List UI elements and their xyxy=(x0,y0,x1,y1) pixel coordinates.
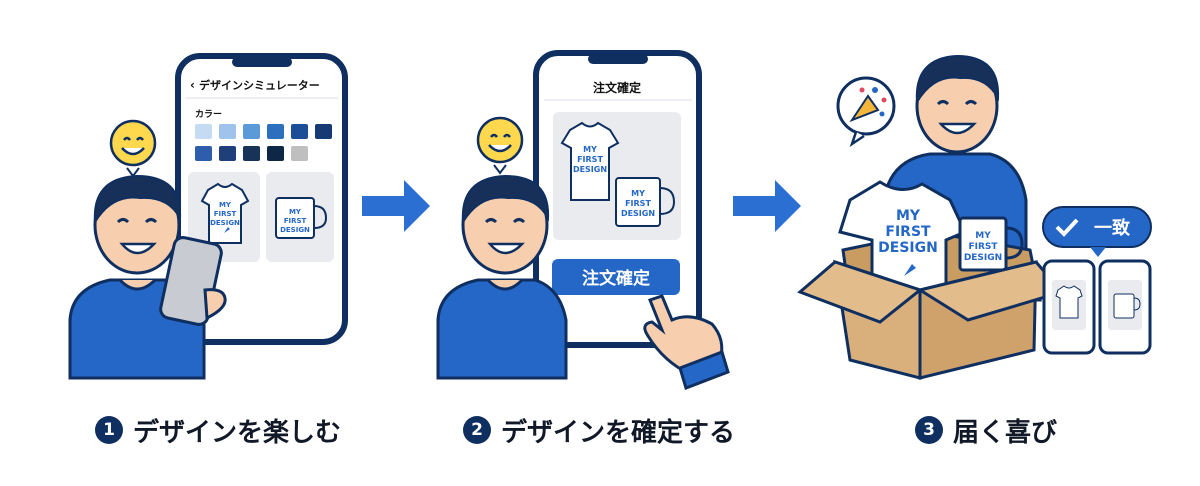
step1-number: 1 xyxy=(95,416,123,444)
step2-tshirt-preview: MY FIRST DESIGN xyxy=(560,121,620,201)
step2-mug-line-2: FIRST xyxy=(625,199,651,208)
step1-shirt-line-3: DESIGN xyxy=(210,219,240,227)
confirm-order-button-label: 注文確定 xyxy=(582,268,650,289)
step2-shirt-line-1: MY xyxy=(583,145,597,154)
color-swatch[interactable] xyxy=(243,146,260,161)
step1-caption: 1 デザインを楽しむ xyxy=(95,408,341,452)
step2-screen-title: 注文確定 xyxy=(593,80,641,95)
step3-shirt-line-2: FIRST xyxy=(885,224,931,240)
smiley-icon xyxy=(476,116,524,175)
color-swatch[interactable] xyxy=(267,124,284,139)
step1-color-label: カラー xyxy=(195,109,222,120)
color-palette xyxy=(195,124,332,161)
checkmark-icon xyxy=(1055,218,1079,237)
step2-caption-text: デザインを確定する xyxy=(501,417,736,448)
pointing-hand-icon xyxy=(643,294,730,390)
shipping-box-icon xyxy=(797,259,1065,380)
step2-shirt-line-3: DESIGN xyxy=(573,165,607,174)
step3-shirt-line-1: MY xyxy=(896,208,921,224)
step1-mug-line-1: MY xyxy=(289,208,302,216)
step2-mug-line-1: MY xyxy=(631,189,645,198)
color-swatch[interactable] xyxy=(243,124,260,139)
step1-app-title: デザインシミュレーター xyxy=(199,78,320,92)
color-swatch[interactable] xyxy=(291,124,308,139)
match-badge-label: 一致 xyxy=(1094,217,1131,239)
step3-shirt-line-3: DESIGN xyxy=(878,240,938,256)
smiley-icon xyxy=(109,119,157,178)
step2-mug-line-3: DESIGN xyxy=(621,209,655,218)
step1-illustration: ‹ デザインシミュレーター カラー MY FIRST DESIGN MY FIR… xyxy=(68,53,348,380)
step1-mug-line-2: FIRST xyxy=(284,217,307,225)
rocket-icon xyxy=(224,227,230,233)
step2-number: 2 xyxy=(463,416,491,444)
step1-caption-text: デザインを楽しむ xyxy=(133,417,342,448)
step3-mug-line-1: MY xyxy=(975,231,991,241)
step3-mug-line-2: FIRST xyxy=(968,242,998,252)
step2-phone: 注文確定 MY FIRST DESIGN MY FIRST DESIGN 注文確… xyxy=(533,50,702,348)
step1-person xyxy=(68,174,227,380)
party-popper-icon xyxy=(836,76,896,148)
step1-shirt-line-2: FIRST xyxy=(214,210,237,218)
match-badge: 一致 xyxy=(1042,206,1152,257)
step2-caption: 2 デザインを確定する xyxy=(463,408,735,452)
step2-person xyxy=(436,174,568,380)
step1-phone: ‹ デザインシミュレーター カラー MY FIRST DESIGN MY FIR… xyxy=(175,53,348,345)
arrow-right-icon xyxy=(733,180,801,232)
back-chevron-icon[interactable]: ‹ xyxy=(190,78,195,92)
color-swatch[interactable] xyxy=(195,146,212,161)
step1-mug-preview[interactable]: MY FIRST DESIGN xyxy=(275,197,328,239)
comparison-phones xyxy=(1042,259,1152,355)
confirm-order-button[interactable]: 注文確定 xyxy=(552,259,680,295)
step3-number: 3 xyxy=(915,416,943,444)
color-swatch[interactable] xyxy=(315,124,332,139)
step1-shirt-line-1: MY xyxy=(219,201,232,209)
color-swatch[interactable] xyxy=(219,146,236,161)
color-swatch[interactable] xyxy=(291,146,308,161)
step2-illustration: 注文確定 MY FIRST DESIGN MY FIRST DESIGN 注文確… xyxy=(436,50,730,390)
arrow-right-icon xyxy=(362,180,430,232)
color-swatch[interactable] xyxy=(195,124,212,139)
step1-tshirt-preview[interactable]: MY FIRST DESIGN xyxy=(200,182,250,244)
step3-mug-line-3: DESIGN xyxy=(964,253,1002,263)
color-swatch[interactable] xyxy=(219,124,236,139)
step2-shirt-line-2: FIRST xyxy=(577,155,603,164)
step3-illustration: MY FIRST DESIGN MY FIRST DESIGN 一致 xyxy=(797,54,1152,380)
color-swatch[interactable] xyxy=(267,146,284,161)
step3-caption: 3 届く喜び xyxy=(915,408,1057,452)
step3-mug: MY FIRST DESIGN xyxy=(958,216,1024,272)
step2-mug-preview: MY FIRST DESIGN xyxy=(615,177,676,227)
step3-caption-text: 届く喜び xyxy=(953,417,1058,448)
step1-mug-line-3: DESIGN xyxy=(280,226,310,234)
step3-tshirt: MY FIRST DESIGN xyxy=(838,180,968,294)
